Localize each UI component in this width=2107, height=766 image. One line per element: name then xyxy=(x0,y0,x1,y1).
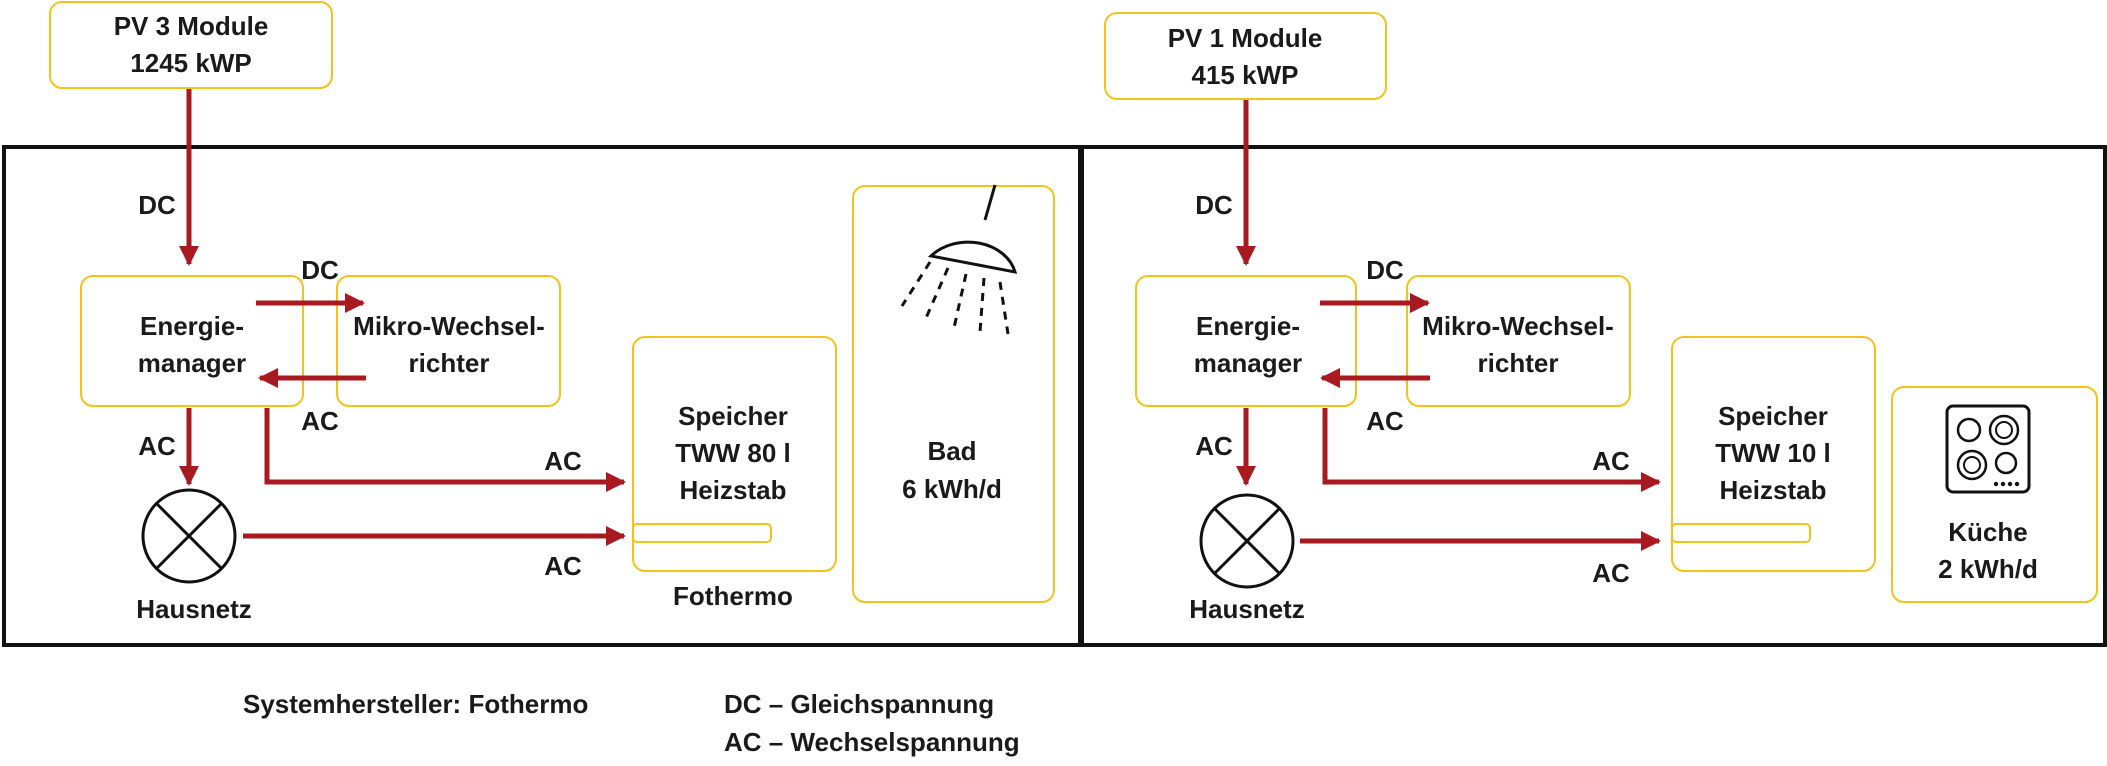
left-consumer-line1: Bad xyxy=(927,436,976,466)
right-energy-manager-line2: manager xyxy=(1194,348,1302,378)
left-ac-arrow-storage1 xyxy=(264,408,626,492)
left-storage-caption: Fothermo xyxy=(673,581,793,611)
left-consumer-line2: 6 kWh/d xyxy=(902,474,1002,504)
left-storage-line2: TWW 80 l xyxy=(675,438,791,468)
right-dc-out-label: DC xyxy=(1366,255,1404,285)
left-system: PV 3 Module 1245 kWP DC Energie- manager… xyxy=(49,1,1055,624)
left-ac-storage1-label: AC xyxy=(544,446,582,476)
left-inverter-line1: Mikro-Wechsel- xyxy=(353,311,545,341)
left-grid-lamp-icon xyxy=(141,488,237,584)
right-ac-storage1-label: AC xyxy=(1592,446,1630,476)
left-pv-box xyxy=(49,1,333,89)
left-dc-in-label: DC xyxy=(138,190,176,220)
right-consumer-line1: Küche xyxy=(1948,517,2027,547)
left-grid-lamp-cross2 xyxy=(155,502,223,570)
left-dc-out-label: DC xyxy=(301,255,339,285)
right-system: PV 1 Module 415 kWP DC Energie- manager … xyxy=(1104,12,2098,624)
legend-ac: AC – Wechselspannung xyxy=(724,727,1020,757)
right-inverter-line2: richter xyxy=(1478,348,1559,378)
left-energy-manager-box xyxy=(80,275,304,407)
left-system-frame xyxy=(2,145,1082,647)
right-storage-box xyxy=(1671,336,1876,572)
right-energy-manager-box xyxy=(1135,275,1357,407)
left-pv-power: 1245 kWP xyxy=(130,48,251,78)
right-storage-line1: Speicher xyxy=(1718,401,1828,431)
left-inverter-line2: richter xyxy=(409,348,490,378)
right-ac-storage2-label: AC xyxy=(1592,558,1630,588)
left-inverter-box xyxy=(336,275,561,407)
right-pv-title: PV 1 Module xyxy=(1168,23,1323,53)
left-storage-line3: Heizstab xyxy=(680,475,787,505)
left-energy-manager-line1: Energie- xyxy=(140,311,244,341)
left-storage-box xyxy=(632,336,837,572)
right-pv-power: 415 kWP xyxy=(1192,60,1299,90)
legend-dc: DC – Gleichspannung xyxy=(724,689,994,719)
right-storage-line3: Heizstab xyxy=(1720,475,1827,505)
right-inverter-line1: Mikro-Wechsel- xyxy=(1422,311,1614,341)
left-ac-down-label: AC xyxy=(138,431,176,461)
right-energy-manager-line1: Energie- xyxy=(1196,311,1300,341)
right-pv-box xyxy=(1104,12,1387,100)
right-consumer-box xyxy=(1891,386,2098,603)
right-grid-label: Hausnetz xyxy=(1189,594,1305,624)
right-grid-lamp-cross2 xyxy=(1213,507,1281,575)
left-ac-storage2-label: AC xyxy=(544,551,582,581)
right-ac-back-label: AC xyxy=(1366,406,1404,436)
right-ac-arrow-storage1 xyxy=(1322,408,1661,492)
right-storage-line2: TWW 10 l xyxy=(1715,438,1831,468)
left-ac-back-label: AC xyxy=(301,406,339,436)
left-pv-title: PV 3 Module xyxy=(114,11,269,41)
shower-icon xyxy=(900,184,1018,335)
left-energy-manager-line2: manager xyxy=(138,348,246,378)
left-heating-rod xyxy=(632,523,772,543)
left-grid-label: Hausnetz xyxy=(136,594,252,624)
right-heating-rod xyxy=(1671,523,1811,543)
right-system-frame xyxy=(1080,145,2107,647)
left-consumer-box xyxy=(852,185,1055,603)
stove-icon xyxy=(1945,404,2031,494)
right-dc-in-label: DC xyxy=(1195,190,1233,220)
right-consumer-line2: 2 kWh/d xyxy=(1938,554,2038,584)
manufacturer-note: Systemhersteller: Fothermo xyxy=(243,689,588,719)
right-grid-lamp-icon xyxy=(1199,493,1295,589)
left-storage-line1: Speicher xyxy=(678,401,788,431)
right-inverter-box xyxy=(1406,275,1631,407)
right-ac-down-label: AC xyxy=(1195,431,1233,461)
